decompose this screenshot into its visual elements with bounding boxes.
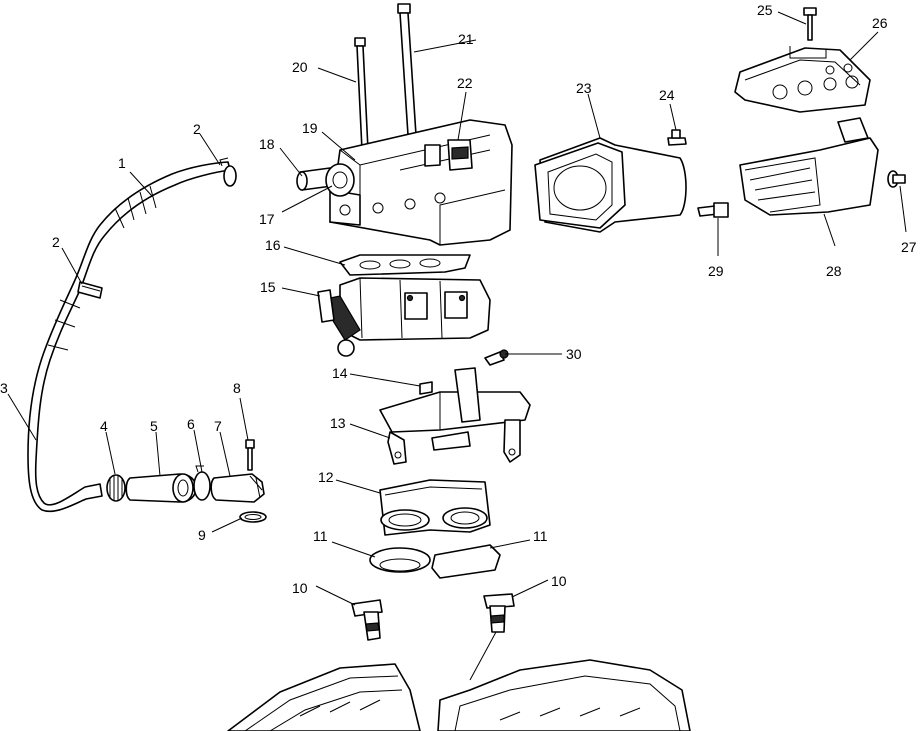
callout-5: 5: [150, 418, 158, 434]
callout-11b: 11: [533, 528, 548, 544]
fitting-7: [210, 473, 265, 503]
callout-7: 7: [214, 418, 222, 434]
callout-9: 9: [198, 527, 206, 543]
air-box-28: [739, 117, 879, 216]
seal-11-left: [369, 547, 431, 573]
callout-2b: 2: [52, 234, 60, 250]
rubber-coupler-5: [125, 473, 197, 503]
intake-manifold-12: [379, 479, 491, 536]
callout-1: 1: [118, 155, 126, 171]
long-bolt-20: [354, 37, 369, 151]
callout-25: 25: [757, 2, 773, 18]
callout-23: 23: [576, 80, 592, 96]
screw-24: [667, 129, 687, 146]
callout-2a: 2: [193, 121, 201, 137]
callout-19: 19: [302, 120, 318, 136]
callout-16: 16: [265, 237, 281, 253]
cylinder-head-right: [437, 659, 691, 731]
hose-clamp-4: [106, 474, 126, 502]
callout-3: 3: [0, 380, 8, 396]
callout-24: 24: [659, 87, 675, 103]
callout-labels: 1 2 2 3 4 5 6 7 8 9 10 10 11 11 12 13 14…: [0, 2, 917, 596]
hose-clamp-upper: [219, 157, 237, 187]
callout-29: 29: [708, 263, 724, 279]
gasket-16: [339, 254, 471, 276]
callout-28: 28: [826, 263, 842, 279]
callout-17: 17: [259, 211, 275, 227]
screw-27: [887, 170, 906, 188]
fuel-injector-10-right: [483, 593, 515, 633]
hose-clamp-middle: [77, 281, 103, 299]
throttle-body-15: [317, 277, 491, 357]
fuel-injector-10-left: [351, 599, 383, 641]
fuel-rail-13: [379, 367, 531, 465]
callout-8: 8: [233, 380, 241, 396]
callout-27: 27: [901, 239, 917, 255]
bolt-14: [419, 381, 433, 395]
callout-10b: 10: [551, 573, 567, 589]
callout-26: 26: [872, 15, 888, 31]
callout-18: 18: [259, 136, 275, 152]
callout-30: 30: [566, 346, 582, 362]
callout-15: 15: [260, 279, 276, 295]
callout-6: 6: [187, 416, 195, 432]
bracket-26: [734, 47, 871, 113]
cylinder-head-left: [227, 663, 421, 731]
callout-13: 13: [330, 415, 346, 431]
bolt-30: [484, 349, 509, 366]
sensor-22: [424, 139, 473, 171]
callout-11a: 11: [313, 528, 328, 544]
spacer-29: [697, 202, 729, 218]
screw-25: [803, 7, 817, 41]
callout-12: 12: [318, 469, 334, 485]
long-bolt-21: [397, 3, 417, 136]
air-duct-23: [534, 137, 687, 233]
seal-11-right: [431, 544, 501, 579]
leader-lines: [7, 11, 907, 681]
callout-20: 20: [292, 59, 308, 75]
callout-4: 4: [100, 418, 108, 434]
o-ring-9: [239, 511, 267, 523]
callout-10a: 10: [292, 580, 308, 596]
screw-8: [245, 439, 255, 471]
breather-hose: [27, 161, 231, 513]
callout-21: 21: [458, 31, 474, 47]
sensor-housing-17: [325, 163, 355, 197]
callout-22: 22: [457, 75, 473, 91]
callout-14: 14: [332, 365, 348, 381]
intake-plenum-19: [329, 119, 513, 246]
